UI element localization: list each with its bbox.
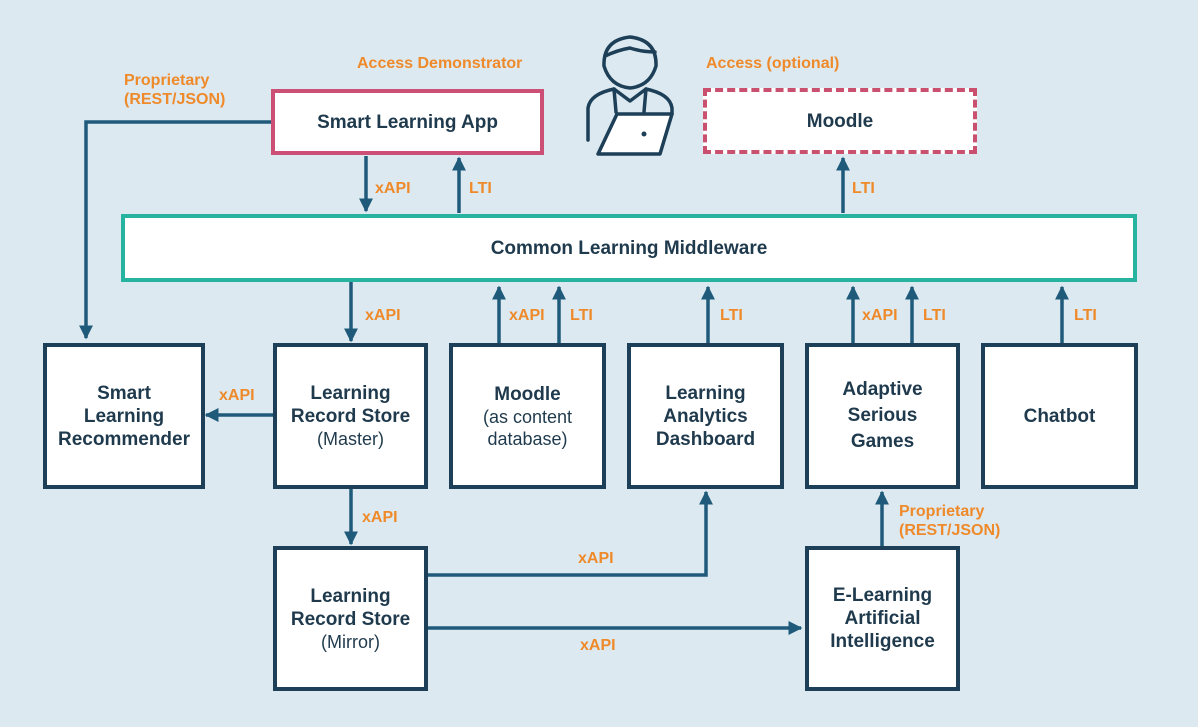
chatbot-lti-label: LTI	[1074, 307, 1097, 324]
proprietary-top-label: Proprietary (REST/JSON)	[124, 72, 226, 108]
adaptive-serious-games[interactable]: Adaptive Serious Games	[805, 343, 960, 489]
user-with-laptop-icon	[586, 35, 674, 156]
arrow-app-to-recommender	[79, 120, 272, 340]
smart-learning-recommender[interactable]: Smart Learning Recommender	[43, 343, 205, 489]
smart-learning-app-title: Smart Learning App	[317, 111, 498, 133]
chatbot[interactable]: Chatbot	[981, 343, 1138, 489]
e-learning-artificial-intelligence[interactable]: E-Learning Artificial Intelligence	[805, 546, 960, 691]
learning-record-store-master[interactable]: Learning Record Store (Master)	[273, 343, 428, 489]
dashboard-lti-label: LTI	[720, 307, 743, 324]
mirror-ai-xapi-label: xAPI	[580, 637, 616, 654]
moodle-optional-box[interactable]: Moodle	[703, 88, 977, 154]
app-lti-label: LTI	[469, 180, 492, 197]
learning-record-store-mirror[interactable]: Learning Record Store (Mirror)	[273, 546, 428, 691]
access-optional-label: Access (optional)	[706, 55, 840, 72]
moodle-optional-title: Moodle	[806, 110, 874, 132]
moodle-content-database[interactable]: Moodle (as content database)	[449, 343, 606, 489]
middleware-title: Common Learning Middleware	[490, 237, 768, 259]
recommender-xapi-label: xAPI	[219, 387, 255, 404]
smart-learning-app-box[interactable]: Smart Learning App	[271, 89, 544, 155]
moodle-top-lti-label: LTI	[852, 180, 875, 197]
app-xapi-label: xAPI	[375, 180, 411, 197]
arrow-mirror-to-dashboard	[428, 490, 713, 577]
master-mirror-xapi-label: xAPI	[362, 509, 398, 526]
moodle-lti-label: LTI	[570, 307, 593, 324]
common-learning-middleware[interactable]: Common Learning Middleware	[121, 214, 1137, 282]
mirror-dashboard-xapi-label: xAPI	[578, 550, 614, 567]
games-xapi-label: xAPI	[862, 307, 898, 324]
games-lti-label: LTI	[923, 307, 946, 324]
learning-analytics-dashboard[interactable]: Learning Analytics Dashboard	[627, 343, 784, 489]
access-demonstrator-label: Access Demonstrator	[357, 55, 523, 72]
lrs-master-xapi-label: xAPI	[365, 307, 401, 324]
proprietary-bottom-label: Proprietary (REST/JSON)	[899, 503, 1001, 539]
moodle-xapi-label: xAPI	[509, 307, 545, 324]
